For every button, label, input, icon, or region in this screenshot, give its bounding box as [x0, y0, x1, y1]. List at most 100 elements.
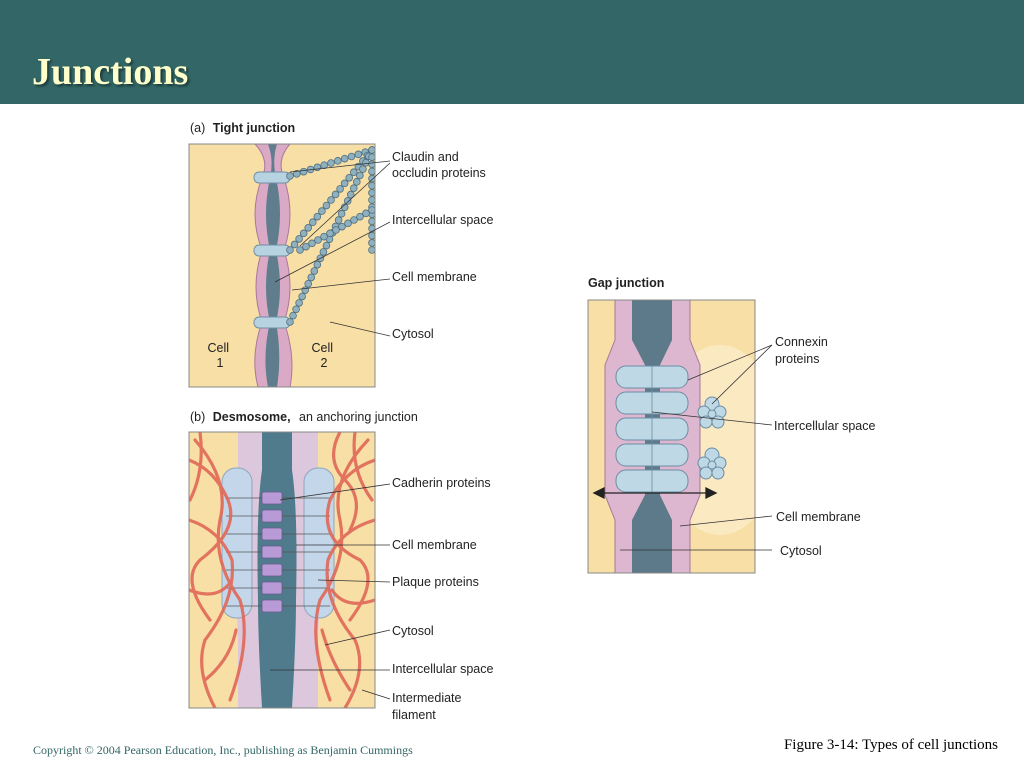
claudin-bead: [350, 216, 358, 224]
claudin-bead: [332, 226, 340, 234]
claudin-bead: [313, 260, 322, 269]
claudin-bead: [336, 185, 344, 193]
claudin-bead: [349, 184, 358, 193]
desmosome-illustration: [189, 432, 375, 708]
claudin-bead: [327, 196, 335, 204]
label-b-intercellular: Intercellular space: [392, 662, 493, 676]
claudin-bead: [322, 201, 331, 210]
claudin-bead: [368, 160, 375, 169]
claudin-bead: [301, 286, 309, 294]
figure-caption: Figure 3-14: Types of cell junctions: [783, 737, 998, 753]
gap-junction-illustration: [588, 300, 755, 573]
cell-2-label: Cell: [311, 341, 333, 355]
claudin-bead: [290, 240, 299, 249]
claudin-bead: [356, 171, 364, 180]
label-b-cytosol: Cytosol: [392, 624, 434, 638]
panel-b-heading: Desmosome,: [213, 410, 291, 424]
svg-text:(a) Tight junction: (a) Tight junction: [190, 119, 295, 136]
label-connexin-line2: proteins: [775, 352, 819, 366]
cell-2-number: 2: [321, 356, 328, 370]
label-a-intercellular: Intercellular space: [392, 213, 493, 227]
cell-1-label: Cell: [207, 341, 229, 355]
claudin-bead: [327, 159, 335, 167]
claudin-bead: [368, 246, 375, 254]
claudin-bead: [326, 229, 334, 238]
claudin-bead: [338, 222, 346, 231]
slide-title: Junctions: [32, 51, 189, 93]
claudin-bead: [310, 267, 319, 275]
claudin-bead: [334, 216, 343, 224]
gap-junction-panel: Gap junction: [587, 276, 875, 574]
label-gap-intercellular: Intercellular space: [774, 419, 875, 433]
claudin-bead: [295, 299, 303, 307]
claudin-bead: [313, 212, 322, 221]
svg-text:Claudin and occludin pro: Claudin and occludin proteins: [392, 150, 486, 180]
claudin-bead: [293, 170, 301, 178]
panel-a-heading: Tight junction: [213, 121, 295, 135]
claudin-bead: [356, 212, 364, 221]
claudin-bead: [344, 219, 352, 228]
claudin-bead: [368, 217, 375, 226]
claudin-bead: [308, 218, 317, 227]
claudin-bead: [340, 203, 349, 212]
claudin-bead: [353, 178, 361, 186]
claudin-bead: [359, 165, 367, 173]
claudin-bead: [299, 167, 308, 176]
claudin-bead: [289, 311, 297, 320]
tight-junction-illustration: [189, 144, 375, 387]
label-cadherin: Cadherin proteins: [392, 476, 491, 490]
svg-text:Connexin proteins: Connexin proteins: [775, 335, 831, 366]
label-claudin-line1: Claudin and: [392, 150, 459, 164]
claudin-bead: [337, 209, 346, 218]
claudin-bead: [286, 172, 294, 180]
claudin-bead: [368, 231, 375, 240]
claudin-bead: [368, 167, 375, 176]
cell-1-number: 1: [217, 356, 224, 370]
label-gap-membrane: Cell membrane: [776, 510, 861, 524]
svg-text:(b) Desmosome, an: (b) Desmosome, an anchoring junction: [190, 408, 418, 425]
claudin-bead: [368, 196, 375, 204]
label-a-cytosol: Cytosol: [392, 327, 434, 341]
claudin-bead: [292, 305, 300, 314]
claudin-bead: [314, 236, 322, 244]
svg-text:Intermediate filament: Intermediate filament: [392, 691, 465, 722]
claudin-bead: [368, 174, 375, 183]
claudin-bead: [346, 190, 355, 199]
panel-a-letter: (a): [190, 121, 205, 135]
svg-text:Cell 2: Cell 2: [311, 341, 336, 370]
svg-text:Cell 1: Cell 1: [207, 341, 232, 370]
claudin-bead: [368, 189, 375, 197]
claudin-bead: [340, 154, 349, 163]
tight-junction-panel: (a) Tight junction Cell 1 Cell 2: [188, 119, 493, 388]
claudin-bead: [345, 173, 354, 182]
label-filament-line1: Intermediate: [392, 691, 462, 705]
label-a-membrane: Cell membrane: [392, 270, 477, 284]
label-gap-cytosol: Cytosol: [780, 544, 822, 558]
claudin-bead: [368, 239, 375, 247]
claudin-bead: [347, 152, 356, 161]
claudin-bead: [304, 223, 313, 232]
claudin-bead: [368, 206, 375, 214]
claudin-bead: [295, 235, 303, 243]
claudin-bead: [349, 168, 358, 177]
footer-copyright: Copyright © 2004 Pearson Education, Inc.…: [33, 743, 413, 757]
label-b-membrane: Cell membrane: [392, 538, 477, 552]
claudin-bead: [362, 209, 370, 218]
claudin-bead: [319, 248, 328, 256]
claudin-bead: [334, 157, 342, 165]
claudin-bead: [307, 273, 316, 282]
claudin-bead: [343, 197, 352, 205]
claudin-bead: [299, 229, 308, 238]
label-plaque: Plaque proteins: [392, 575, 479, 589]
claudin-bead: [322, 241, 331, 250]
claudin-bead: [286, 246, 294, 254]
panel-b-subheading: an anchoring junction: [299, 410, 418, 424]
label-connexin-line1: Connexin: [775, 335, 828, 349]
claudin-bead: [304, 279, 313, 288]
claudin-bead: [318, 207, 326, 215]
desmosome-panel: (b) Desmosome, an anchoring junction: [188, 408, 493, 722]
label-claudin-line2: occludin proteins: [392, 166, 486, 180]
claudin-bead: [354, 150, 363, 159]
claudin-bead: [368, 153, 375, 161]
claudin-bead: [320, 161, 328, 169]
